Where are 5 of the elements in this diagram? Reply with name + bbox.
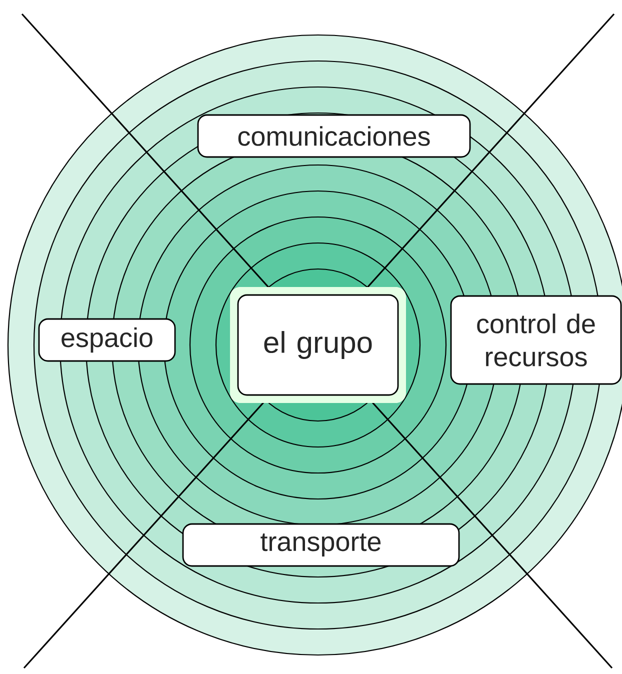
label-box: comunicaciones [197,114,471,158]
label-box: control de recursos [450,295,622,385]
label-box: espacio [38,318,176,362]
label-box: transporte [182,523,460,567]
center-box: el grupo [230,287,406,403]
